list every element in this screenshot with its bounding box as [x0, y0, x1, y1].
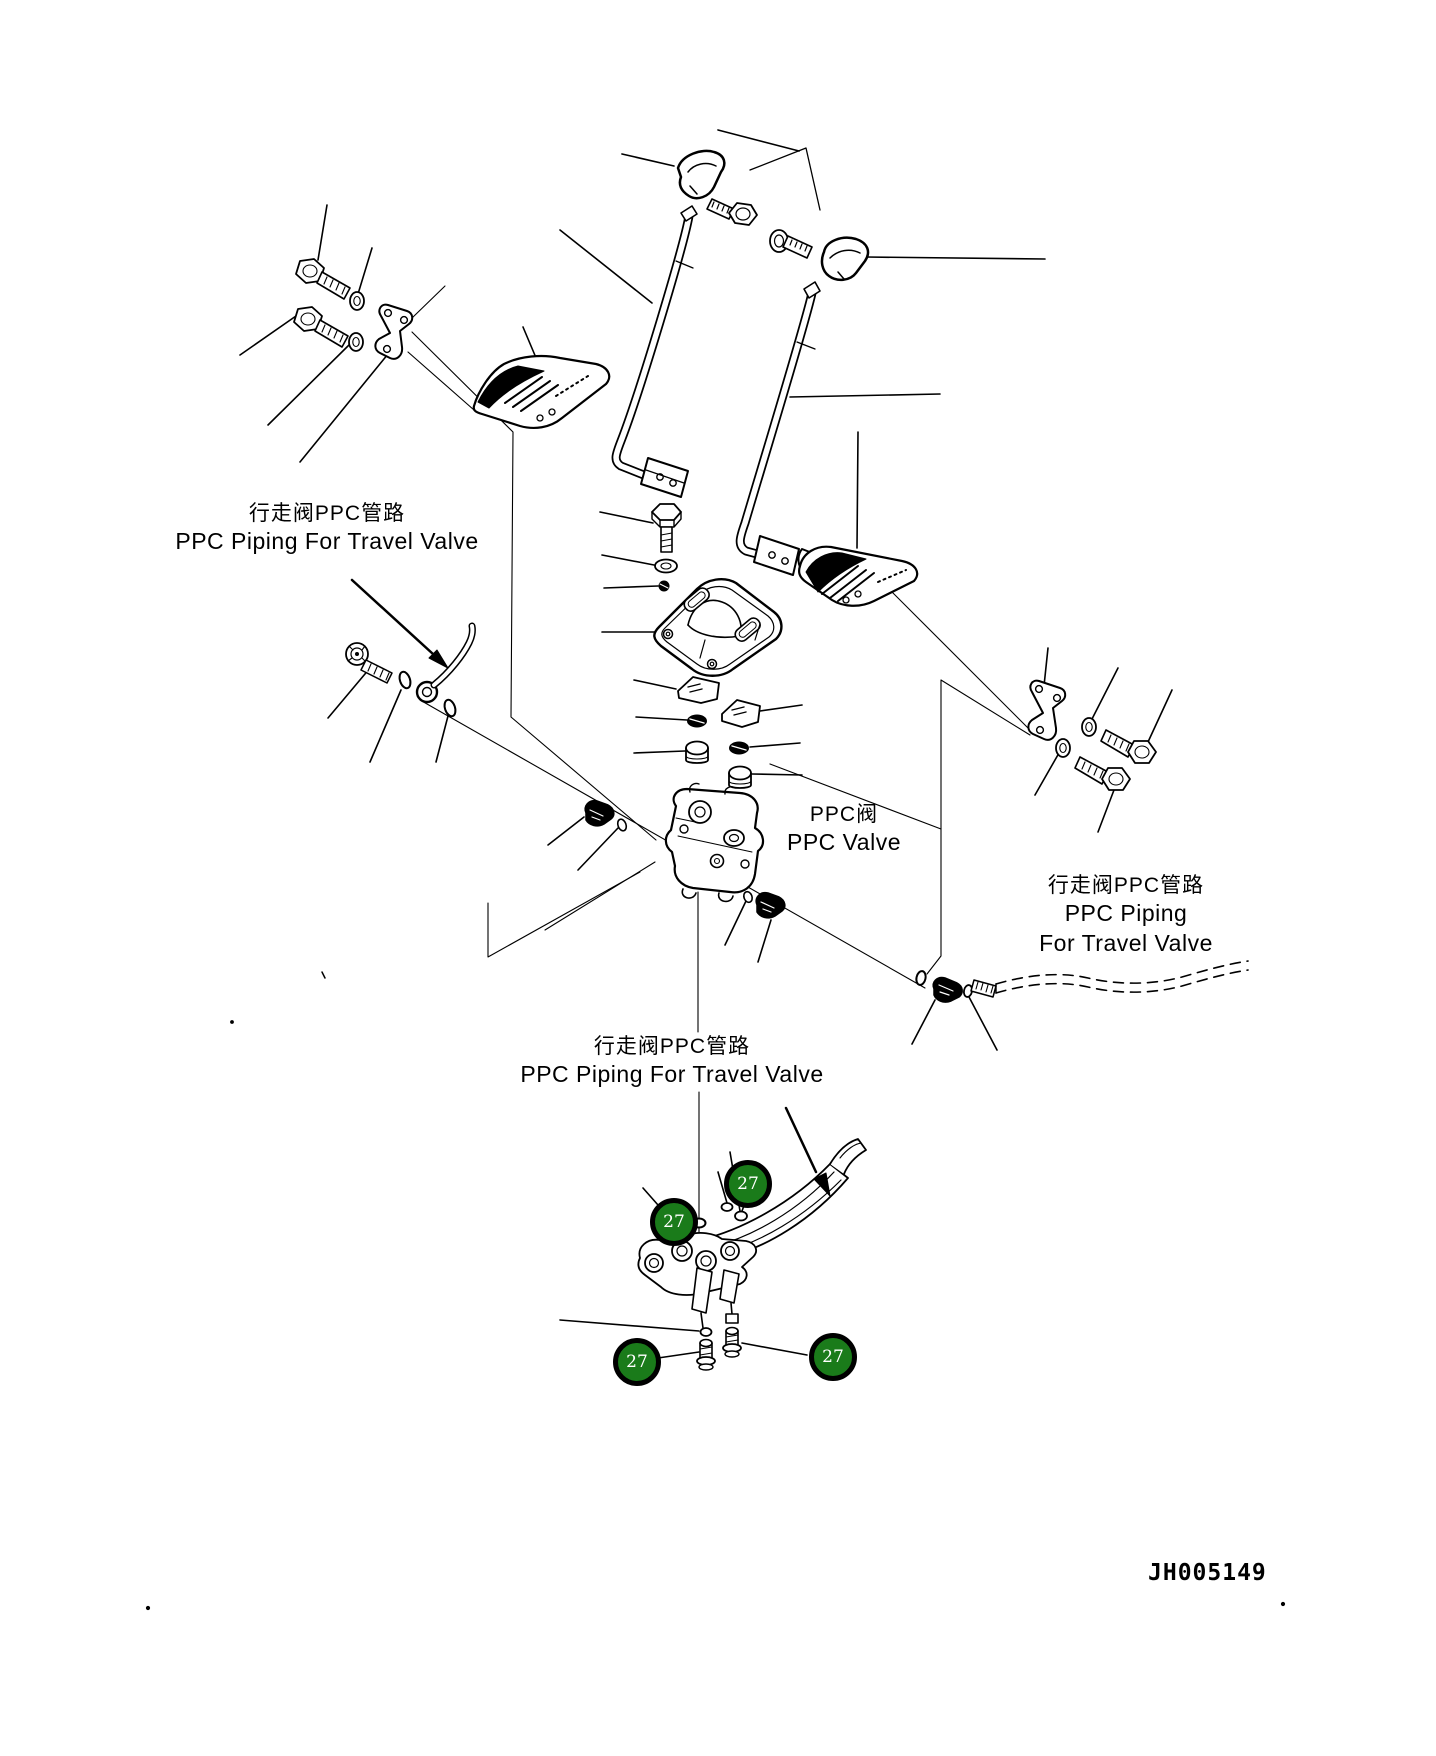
callout-badge-27-a-label: 27 [663, 1212, 685, 1232]
plug-bottom-right [722, 1313, 742, 1358]
label-ppc-valve-zh: PPC阀 [809, 803, 879, 826]
callout-badge-27-d[interactable]: 27 [809, 1333, 857, 1381]
cover-plug [658, 580, 670, 592]
drawing-code: JH005149 [1148, 1560, 1267, 1586]
washer-right-1 [1081, 717, 1097, 737]
elbow-fitting-upper-left [584, 799, 628, 832]
valve-cover [653, 577, 783, 677]
label-piping-right-en2: For Travel Valve [1039, 930, 1213, 957]
label-ppc-valve-en: PPC Valve [786, 829, 901, 856]
lever-knob-right [820, 236, 870, 282]
cam-plate-1 [677, 676, 720, 704]
control-rod-right [735, 281, 821, 565]
hose-arrow [784, 1106, 831, 1197]
o-ring-bottom-b1 [720, 1202, 734, 1212]
bracket-left [374, 303, 414, 360]
seal-ring-1 [685, 740, 709, 764]
right-travel-piping [915, 960, 1249, 1003]
o-ring-bottom-c [699, 1327, 713, 1337]
plug-bottom-left [696, 1338, 716, 1371]
cover-washer [654, 558, 678, 574]
cam-plate-2 [721, 699, 761, 728]
callout-badge-27-c-label: 27 [626, 1352, 648, 1372]
cover-bolt [651, 503, 682, 553]
callout-badge-27-c[interactable]: 27 [613, 1338, 661, 1386]
o-ring-left-2 [443, 698, 457, 718]
o-ring-left-1 [398, 670, 412, 690]
bolt-left-1 [295, 258, 351, 300]
label-piping-left-en: PPC Piping For Travel Valve [175, 528, 479, 555]
callout-badge-27-b[interactable]: 27 [724, 1160, 772, 1208]
washer-left-2 [348, 332, 364, 352]
pedal-right [798, 545, 919, 607]
label-piping-bottom-zh: 行走阀PPC管路 [593, 1035, 751, 1058]
bolt-right-2 [1074, 756, 1131, 791]
bracket-right [1027, 679, 1067, 741]
construction-lines [407, 285, 1031, 1241]
lever-knob-left [676, 149, 726, 200]
washer-right-2 [1055, 738, 1071, 758]
control-rod-left [611, 205, 698, 486]
banjo-eye-hose [415, 622, 476, 704]
seal-disc-1 [687, 714, 707, 728]
label-piping-bottom-en: PPC Piping For Travel Valve [520, 1061, 824, 1088]
callout-badge-27-a[interactable]: 27 [650, 1198, 698, 1246]
pedal-left [472, 354, 611, 429]
banjo-bolt [345, 642, 393, 684]
label-piping-right-zh: 行走阀PPC管路 [1047, 874, 1205, 897]
bolt-top-left [706, 198, 758, 226]
label-piping-left-zh: 行走阀PPC管路 [248, 502, 406, 525]
bolt-left-2 [293, 306, 349, 348]
rod-clamp-left [640, 457, 689, 498]
label-piping-right-en1: PPC Piping [1064, 900, 1188, 927]
label-piping-bottom: 行走阀PPC管路 PPC Piping For Travel Valve [472, 1033, 872, 1090]
callout-badge-27-b-label: 27 [737, 1174, 759, 1194]
print-artifacts [145, 971, 1286, 1611]
label-piping-left: 行走阀PPC管路 PPC Piping For Travel Valve [127, 500, 527, 557]
label-ppc-valve: PPC阀 PPC Valve [744, 801, 944, 858]
label-piping-right: 行走阀PPC管路 PPC Piping For Travel Valve [1000, 872, 1252, 959]
bolt-top-right [769, 229, 813, 259]
washer-left-1 [349, 291, 365, 311]
leader-lines [239, 129, 1173, 1359]
callout-badge-27-d-label: 27 [822, 1347, 844, 1367]
ppc-valve-body [664, 782, 765, 903]
label-arrow-left [350, 578, 449, 669]
elbow-fitting-lower-right [742, 890, 786, 919]
seal-disc-2 [729, 741, 749, 755]
o-ring-bottom-b2 [734, 1210, 748, 1222]
bolt-right-1 [1100, 729, 1157, 764]
seal-ring-2 [728, 765, 752, 789]
